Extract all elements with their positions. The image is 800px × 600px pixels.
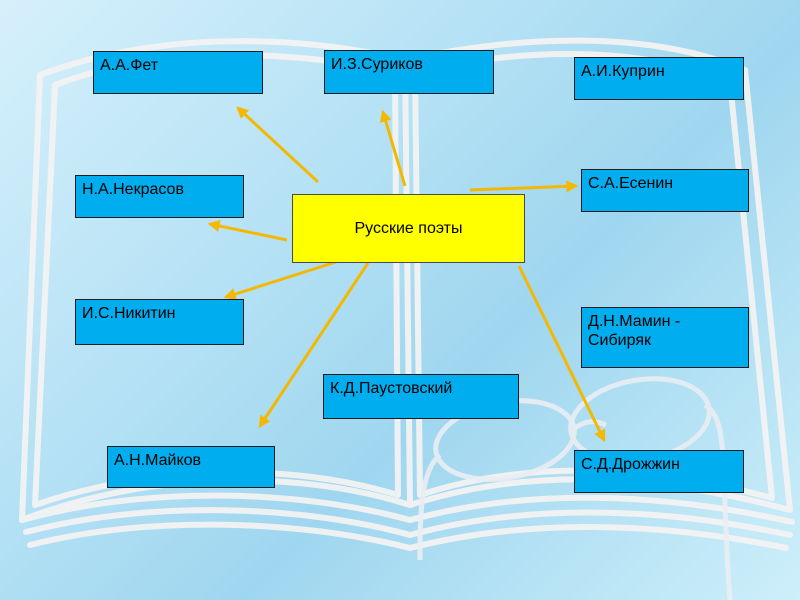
poet-box-kuprin: А.И.Куприн [574, 57, 744, 100]
poet-name: И.С.Никитин [82, 305, 176, 322]
poet-box-nikitin: И.С.Никитин [75, 299, 244, 345]
poet-name: А.Н.Майков [114, 452, 202, 469]
poet-box-drozhzhin: С.Д.Дрожжин [574, 450, 744, 493]
poet-name: А.А.Фет [100, 57, 159, 74]
poet-box-nekrasov: Н.А.Некрасов [75, 175, 244, 218]
poet-box-paustovsky: К.Д.Паустовский [323, 374, 519, 419]
poet-name: С.Д.Дрожжин [581, 456, 680, 473]
poet-box-esenin: С.А.Есенин [581, 169, 749, 212]
poet-box-surikov: И.З.Суриков [324, 50, 494, 94]
poet-name: К.Д.Паустовский [330, 380, 453, 397]
poet-name: С.А.Есенин [588, 175, 674, 192]
poet-box-fet: А.А.Фет [93, 51, 263, 94]
poet-name: Н.А.Некрасов [82, 181, 184, 198]
poet-name: А.И.Куприн [581, 63, 665, 80]
central-topic-label: Русские поэты [354, 219, 463, 237]
poet-box-mamin-sibiryak: Д.Н.Мамин - Сибиряк [581, 307, 749, 368]
poet-box-maykov: А.Н.Майков [107, 446, 275, 488]
poet-name: И.З.Суриков [331, 56, 423, 73]
poet-name: Д.Н.Мамин - Сибиряк [588, 313, 681, 349]
central-topic-box: Русские поэты [292, 194, 525, 263]
